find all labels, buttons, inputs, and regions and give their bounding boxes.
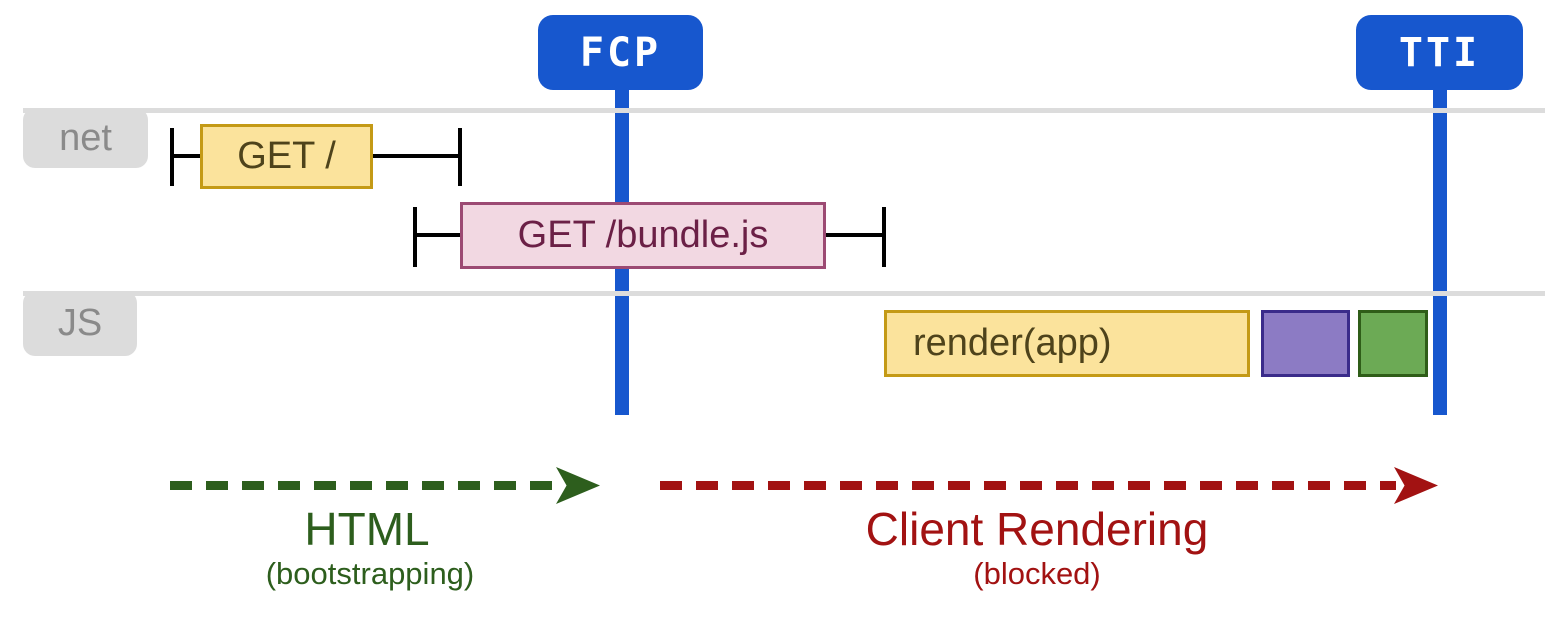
get-bundle-end-connector — [826, 233, 882, 237]
get-root-start-connector — [172, 154, 200, 158]
render-app-task-bar: render(app) — [884, 310, 1250, 377]
net-lane-label: net — [23, 108, 148, 168]
get-bundle-start-tick — [413, 207, 417, 267]
client-rendering-phase-sublabel: (blocked) — [973, 556, 1101, 591]
client-rendering-phase-arrow-shaft — [660, 481, 1396, 490]
get-bundle-start-connector — [415, 233, 460, 237]
js-lane-line — [23, 291, 1545, 296]
client-rendering-phase-arrowhead-icon — [1394, 467, 1438, 504]
get-bundle-request-bar: GET /bundle.js — [460, 202, 826, 269]
purple-task-bar — [1261, 310, 1350, 377]
get-bundle-end-tick — [882, 207, 886, 267]
fcp-marker-badge: FCP — [538, 15, 703, 90]
green-task-bar — [1358, 310, 1428, 377]
get-root-end-tick — [458, 128, 462, 186]
tti-marker-line — [1433, 88, 1447, 415]
net-lane-line — [23, 108, 1545, 113]
html-phase-label: HTML — [304, 503, 430, 555]
js-lane-label: JS — [23, 291, 137, 356]
get-root-end-connector — [373, 154, 460, 158]
html-phase-arrow-shaft — [170, 481, 560, 490]
html-phase-sublabel: (bootstrapping) — [265, 556, 475, 591]
html-phase-arrowhead-icon — [556, 467, 600, 504]
client-rendering-phase-label: Client Rendering — [865, 503, 1209, 555]
tti-marker-badge: TTI — [1356, 15, 1523, 90]
get-root-request-bar: GET / — [200, 124, 373, 189]
